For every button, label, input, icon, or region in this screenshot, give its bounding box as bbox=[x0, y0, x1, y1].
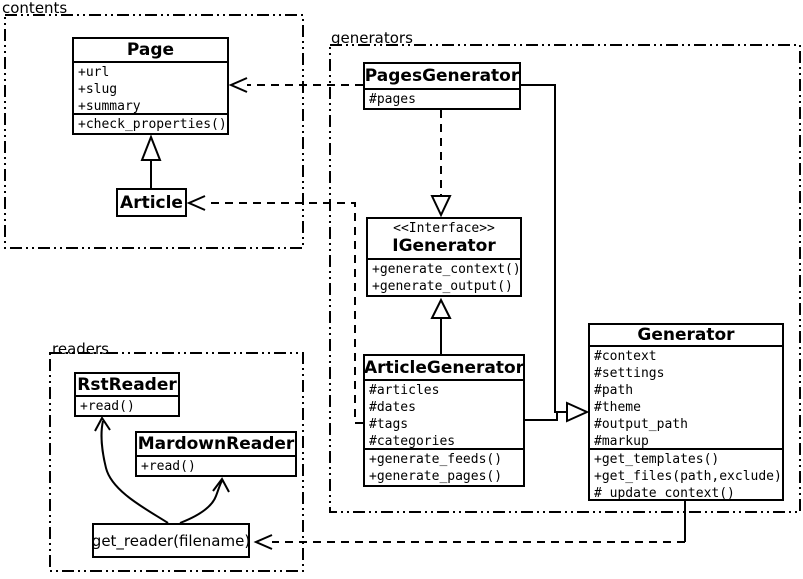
function-get-reader: get_reader(filename) bbox=[92, 523, 250, 558]
method: +generate_feeds() bbox=[369, 452, 503, 467]
class-igenerator: <<Interface>> IGenerator +generate_conte… bbox=[366, 217, 522, 297]
attr: +summary bbox=[78, 99, 141, 114]
open-arrowhead-getreader bbox=[253, 534, 273, 550]
attr: #dates bbox=[369, 400, 416, 415]
class-page-title: Page bbox=[126, 40, 175, 60]
class-rstreader: RstReader +read() bbox=[74, 372, 180, 417]
method: +generate_context() bbox=[372, 262, 521, 277]
class-rstreader-title: RstReader bbox=[77, 374, 177, 395]
edge-articlegenerator-to-article bbox=[205, 202, 363, 424]
method: +check_properties() bbox=[78, 117, 227, 132]
attr: #path bbox=[594, 383, 634, 398]
open-arrowhead-article bbox=[186, 195, 206, 211]
package-label-generators: generators bbox=[331, 29, 413, 47]
class-articlegenerator: ArticleGenerator #articles #dates #tags … bbox=[363, 354, 525, 487]
attr: #context bbox=[594, 349, 657, 364]
class-page-attrs: +url +slug +summary bbox=[74, 61, 227, 114]
class-articlegenerator-attrs: #articles #dates #tags #categories bbox=[365, 379, 523, 449]
method: +generate_pages() bbox=[369, 469, 503, 484]
class-igenerator-title: <<Interface>> IGenerator bbox=[368, 219, 520, 258]
package-label-readers: readers bbox=[52, 340, 109, 358]
class-pagesgenerator-attrs: #pages bbox=[365, 88, 519, 108]
edge-articlegenerator-to-generator bbox=[525, 412, 558, 421]
class-generator-title: Generator bbox=[637, 325, 735, 345]
class-rstreader-methods: +read() bbox=[76, 395, 178, 415]
attr: #categories bbox=[369, 434, 456, 449]
method: +get_templates() bbox=[594, 452, 720, 467]
class-mardownreader-title: MardownReader bbox=[137, 434, 295, 454]
attr: #tags bbox=[369, 417, 409, 432]
hollow-triangle-generator bbox=[566, 401, 590, 423]
package-contents-border bbox=[4, 14, 304, 249]
class-articlegenerator-title: ArticleGenerator bbox=[363, 357, 525, 378]
attr: #output_path bbox=[594, 417, 688, 432]
package-label-contents: contents bbox=[2, 0, 68, 17]
hollow-triangle-igenerator-bottom bbox=[430, 297, 452, 319]
package-readers-border bbox=[49, 352, 304, 572]
attr: +url bbox=[78, 65, 110, 80]
attr: #theme bbox=[594, 400, 641, 415]
edge-getreader-to-mardownreader bbox=[179, 480, 223, 524]
edge-pagesgenerator-to-generator bbox=[521, 84, 566, 413]
method: +read() bbox=[141, 459, 196, 474]
class-generator-attrs: #context #settings #path #theme #output_… bbox=[590, 345, 782, 449]
open-arrowhead-rstreader bbox=[94, 416, 111, 432]
class-generator: Generator #context #settings #path #them… bbox=[588, 323, 784, 501]
class-page-methods: +check_properties() bbox=[74, 113, 227, 133]
class-pagesgenerator: PagesGenerator #pages bbox=[363, 62, 521, 110]
method: +get_files(path,exclude) bbox=[594, 469, 782, 484]
open-arrowhead-mardownreader bbox=[212, 477, 230, 493]
method: +read() bbox=[80, 399, 135, 414]
hollow-triangle-igenerator-top bbox=[430, 195, 452, 218]
method: +generate_output() bbox=[372, 279, 513, 294]
attr: #articles bbox=[369, 383, 440, 398]
class-article-title: Article bbox=[120, 192, 183, 213]
class-pagesgenerator-title: PagesGenerator bbox=[364, 66, 520, 86]
attr: +slug bbox=[78, 82, 118, 97]
class-generator-methods: +get_templates() +get_files(path,exclude… bbox=[590, 448, 782, 502]
class-mardownreader: MardownReader +read() bbox=[135, 431, 297, 477]
class-page: Page +url +slug +summary +check_properti… bbox=[72, 37, 229, 135]
open-arrowhead-page bbox=[228, 77, 248, 93]
attr: #markup bbox=[594, 434, 649, 449]
class-igenerator-name: IGenerator bbox=[392, 236, 496, 256]
attr: #pages bbox=[369, 92, 416, 107]
class-igenerator-stereotype: <<Interface>> bbox=[393, 221, 495, 236]
class-igenerator-methods: +generate_context() +generate_output() bbox=[368, 258, 521, 295]
class-article: Article bbox=[116, 188, 187, 217]
edge-getreader-to-rstreader bbox=[100, 420, 169, 524]
hollow-triangle-page bbox=[140, 134, 162, 161]
class-mardownreader-methods: +read() bbox=[137, 455, 295, 475]
method: #_update_context() bbox=[594, 486, 735, 501]
package-generators-border bbox=[329, 44, 801, 513]
class-articlegenerator-methods: +generate_feeds() +generate_pages() bbox=[365, 448, 523, 485]
attr: #settings bbox=[594, 366, 665, 381]
